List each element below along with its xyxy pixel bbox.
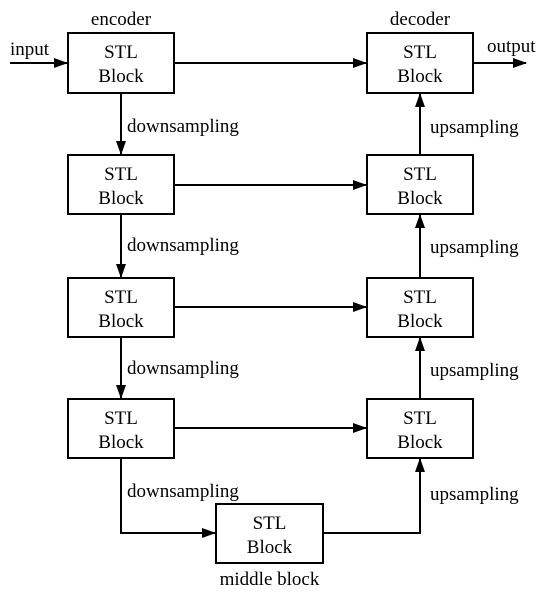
block-label-block: Block [397, 311, 443, 332]
block-label-block: Block [98, 311, 144, 332]
decoder-block-2: STL Block [366, 154, 474, 215]
middle-block-label: middle block [220, 569, 320, 590]
block-label-block: Block [397, 188, 443, 209]
decoder-block-4: STL Block [366, 398, 474, 459]
block-label-block: Block [98, 432, 144, 453]
decoder-block-3: STL Block [366, 277, 474, 338]
upsampling-label-1: upsampling [430, 484, 519, 505]
block-label-stl: STL [104, 408, 138, 429]
block-label-stl: STL [403, 408, 437, 429]
block-label-stl: STL [403, 164, 437, 185]
upsampling-label-4: upsampling [430, 117, 519, 138]
downsampling-arrow-4 [120, 458, 216, 538]
output-label: output [487, 36, 536, 57]
downsampling-label-4: downsampling [127, 481, 239, 502]
upsampling-label-2: upsampling [430, 360, 519, 381]
input-label: input [10, 39, 50, 60]
block-label-stl: STL [403, 42, 437, 63]
block-label-block: Block [397, 432, 443, 453]
block-label-block: Block [397, 66, 443, 87]
block-label-stl: STL [104, 164, 138, 185]
upsampling-label-3: upsampling [430, 237, 519, 258]
encoder-label: encoder [91, 9, 152, 30]
encoder-block-2: STL Block [67, 154, 175, 215]
downsampling-label-3: downsampling [127, 358, 239, 379]
block-label-stl: STL [403, 287, 437, 308]
encoder-block-3: STL Block [67, 277, 175, 338]
downsampling-label-2: downsampling [127, 235, 239, 256]
upsampling-arrow-1 [323, 458, 425, 534]
encoder-block-1: STL Block [67, 32, 175, 94]
block-label-block: Block [247, 537, 293, 558]
downsampling-label-1: downsampling [127, 116, 239, 137]
block-label-stl: STL [104, 287, 138, 308]
block-label-block: Block [98, 66, 144, 87]
decoder-label: decoder [390, 9, 451, 30]
encoder-block-4: STL Block [67, 398, 175, 459]
block-label-block: Block [98, 188, 144, 209]
block-label-stl: STL [104, 42, 138, 63]
decoder-block-1: STL Block [366, 32, 474, 94]
block-label-stl: STL [253, 513, 287, 534]
middle-block: STL Block [215, 503, 324, 564]
